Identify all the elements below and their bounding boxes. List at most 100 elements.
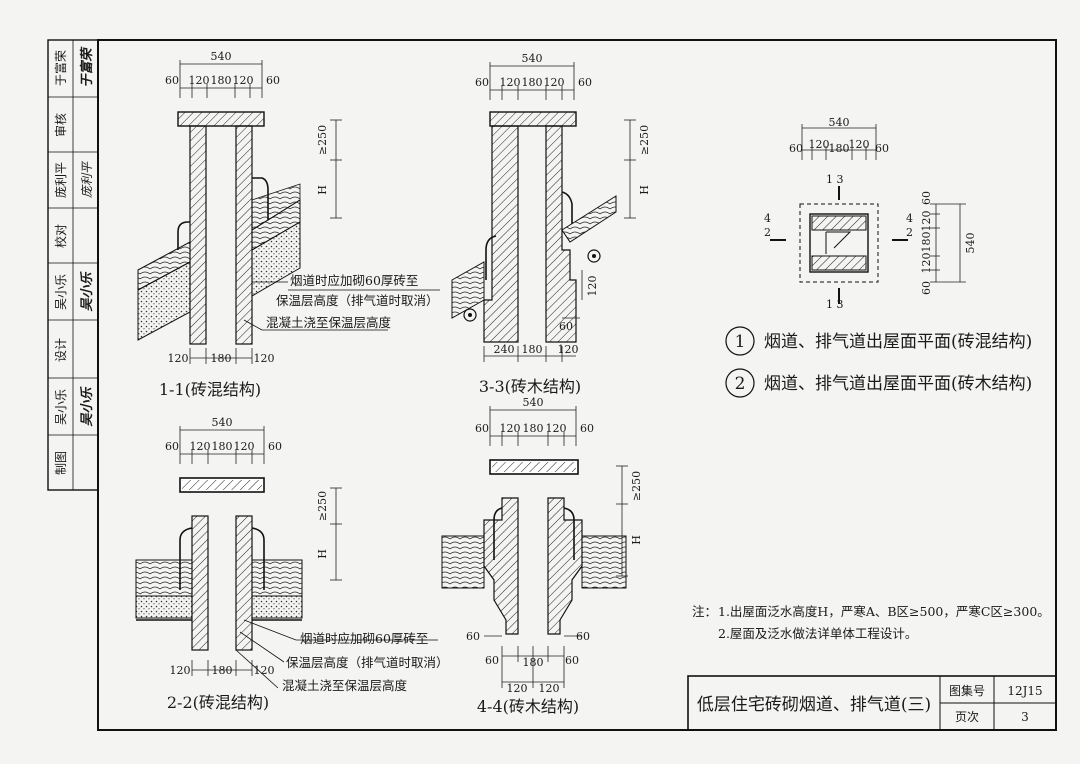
dim-plan-p1: 60 <box>789 142 803 155</box>
legend: 1 烟道、排气道出屋面平面(砖混结构) 2 烟道、排气道出屋面平面(砖木结构) <box>725 326 1032 398</box>
dim-4-4-bt1: 120 <box>507 682 528 695</box>
dim-3-3-side120: 120 <box>586 276 599 297</box>
note-2-2-line3: 混凝土浇至保温层高度 <box>282 678 408 693</box>
section-4-4: 540 60 120 180 120 60 ≥250 H 60 60 <box>441 396 643 716</box>
title-block-atlas-label: 图集号 <box>949 683 985 698</box>
sidebar-sig-4: 吴小乐 <box>79 386 95 427</box>
section-2-2: 540 60 120 180 120 60 ≥250 H <box>135 416 449 712</box>
review-sidebar: 于富荣 于富荣 审核 庞利平 庞利平 校对 吴小乐 吴小乐 设计 吴小乐 吴小乐… <box>47 39 99 491</box>
notes-line2: 2.屋面及泛水做法详单体工程设计。 <box>718 626 917 641</box>
sidebar-role-1: 审核 <box>53 113 68 137</box>
sidebar-sig-1: 于富荣 <box>79 46 95 88</box>
plan-mark-right-b: 2 <box>906 226 913 239</box>
sidebar-name-4: 吴小乐 <box>54 389 68 425</box>
dim-3-3-p5: 60 <box>578 76 592 89</box>
dim-4-4-b2: 180 <box>523 656 544 669</box>
dim-4-4-p2: 120 <box>500 422 521 435</box>
section-3-3: 540 60 120 180 120 60 ≥250 H 120 <box>451 52 651 396</box>
dim-side-1-1: ≥250 H <box>316 119 342 219</box>
plan-mark-top: 1 3 <box>826 173 844 186</box>
sidebar-role-4: 制图 <box>54 451 68 475</box>
note-1-1-line2: 保温层高度（排气道时取消） <box>276 293 439 308</box>
caption-3-3: 3-3(砖木结构) <box>479 377 581 396</box>
dim-plan-p2: 120 <box>809 138 830 151</box>
section-1-1: 540 60 120 180 120 60 ≥250 H <box>137 50 440 399</box>
sidebar-role-2: 校对 <box>53 224 68 248</box>
legend-2-text: 烟道、排气道出屋面平面(砖木结构) <box>764 374 1032 394</box>
dim-2-2-total: 540 <box>212 416 233 429</box>
dim-2-2-b3: 120 <box>254 664 275 677</box>
notes-label: 注： <box>692 604 717 619</box>
dim-2-2-p3: 180 <box>212 440 233 453</box>
dim-bottom-3-3: 240 180 120 <box>483 343 579 362</box>
title-block-page-value: 3 <box>1021 710 1029 724</box>
dim-top-plan: 540 60 120 180 120 60 <box>789 116 889 160</box>
caption-1-1: 1-1(砖混结构) <box>159 380 261 399</box>
title-block-page-label: 页次 <box>955 710 979 724</box>
sidebar-name-2: 庞利平 <box>53 162 68 198</box>
dim-2-2-h: H <box>316 549 329 559</box>
dim-1-1-h250: ≥250 <box>316 125 329 155</box>
dim-1-1-p1: 60 <box>165 74 179 87</box>
legend-1-num: 1 <box>735 332 746 352</box>
dim-top-4-4: 540 60 120 180 120 60 <box>475 396 594 446</box>
dim-4-4-sl: 60 <box>466 630 480 643</box>
dim-1-1-p3: 180 <box>211 74 232 87</box>
dim-3-3-h: H <box>638 185 651 195</box>
dim-1-1-b3: 120 <box>254 352 275 365</box>
title-block: 低层住宅砖砌烟道、排气道(三) 图集号 12J15 页次 3 <box>687 675 1057 731</box>
dim-2-2-h250: ≥250 <box>316 491 329 521</box>
note-2-2-line1: 烟道时应加砌60厚砖至 <box>300 631 428 646</box>
sidebar-name-3: 吴小乐 <box>54 274 68 310</box>
dim-2-2-p5: 60 <box>268 440 282 453</box>
sidebar-role-3: 设计 <box>54 338 68 362</box>
dim-plan-r2: 120 <box>920 211 933 232</box>
dim-top-1-1: 540 60 120 180 120 60 <box>165 50 280 98</box>
dim-3-3-total: 540 <box>522 52 543 65</box>
dim-4-4-p4: 120 <box>546 422 567 435</box>
dim-4-4-p5: 60 <box>580 422 594 435</box>
dim-2-2-p4: 120 <box>234 440 255 453</box>
sidebar-name-1: 于富荣 <box>53 50 68 86</box>
dim-1-1-b1: 120 <box>168 352 189 365</box>
dim-3-3-p1: 60 <box>475 76 489 89</box>
caption-4-4: 4-4(砖木结构) <box>477 697 579 716</box>
sidebar-sig-3: 吴小乐 <box>79 271 95 312</box>
dim-2-2-p1: 60 <box>165 440 179 453</box>
dim-1-1-total: 540 <box>211 50 232 63</box>
note-1-1-line1: 烟道时应加砌60厚砖至 <box>290 273 418 288</box>
plan-mark-right-a: 4 <box>906 212 913 225</box>
dim-3-3-h250: ≥250 <box>638 125 651 155</box>
dim-bottom-1-1: 120 180 120 <box>168 348 275 365</box>
dim-3-3-p2: 120 <box>500 76 521 89</box>
dim-side-4-4: ≥250 H 60 60 <box>466 465 643 643</box>
dim-side-3-3: ≥250 H 120 60 <box>559 119 651 333</box>
dim-top-2-2: 540 60 120 180 120 60 <box>165 416 282 464</box>
dim-plan-r1: 60 <box>920 191 933 205</box>
note-1-1-line3: 混凝土浇至保温层高度 <box>266 315 392 330</box>
dim-4-4-total: 540 <box>523 396 544 409</box>
dim-top-3-3: 540 60 120 180 120 60 <box>475 52 592 100</box>
dim-3-3-b1: 240 <box>494 343 515 356</box>
dim-plan-p4: 120 <box>849 138 870 151</box>
dim-4-4-h: H <box>630 535 643 545</box>
sidebar-sig-2: 庞利平 <box>80 160 94 198</box>
dim-1-1-p5: 60 <box>266 74 280 87</box>
plan-mark-left-a: 4 <box>764 212 771 225</box>
dim-bottom-2-2: 120 180 120 <box>170 660 275 677</box>
plan-mark-left-b: 2 <box>764 226 771 239</box>
note-2-2-line2: 保温层高度（排气道时取消） <box>286 655 449 670</box>
dim-3-3-b2: 180 <box>522 343 543 356</box>
dim-1-1-p4: 120 <box>233 74 254 87</box>
legend-1-text: 烟道、排气道出屋面平面(砖混结构) <box>764 332 1032 352</box>
dim-2-2-p2: 120 <box>190 440 211 453</box>
dim-3-3-side60: 60 <box>559 320 573 333</box>
notes: 注： 1.出屋面泛水高度H，严寒A、B区≥500，严寒C区≥300。 2.屋面及… <box>692 604 1050 641</box>
dim-bottom-4-4: 60 180 60 120 120 <box>485 646 579 695</box>
dim-plan-r5: 60 <box>920 281 933 295</box>
dim-side-2-2: ≥250 H <box>316 487 342 581</box>
caption-2-2: 2-2(砖混结构) <box>167 693 269 712</box>
dim-1-1-p2: 120 <box>189 74 210 87</box>
plan-mark-bottom: 1 3 <box>826 298 844 311</box>
legend-2-num: 2 <box>735 374 746 394</box>
